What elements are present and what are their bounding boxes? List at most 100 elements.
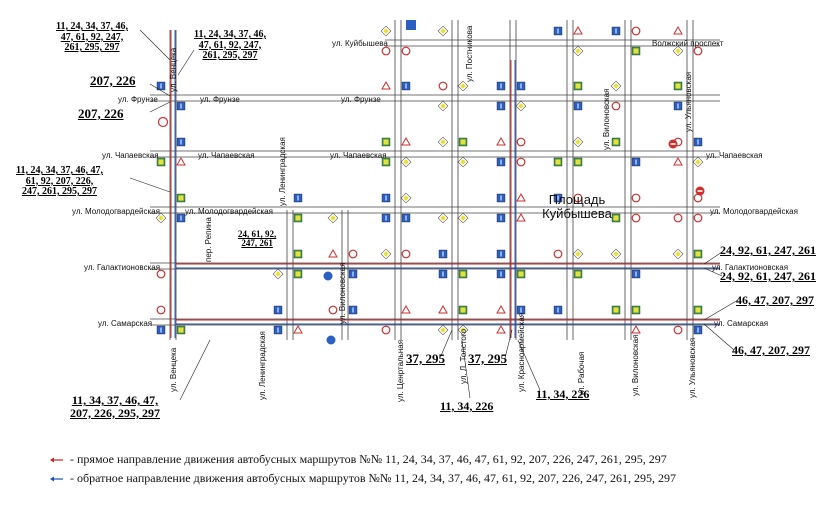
road-sign-circle-red-icon <box>693 213 703 223</box>
street-postnikova: ул. Постникова <box>465 25 474 82</box>
road-sign-diamond-icon <box>327 212 339 224</box>
routes-frunze-up: 207, 226 <box>90 73 136 88</box>
street-volzhsky-prospekt: Волжский проспект <box>652 39 724 48</box>
road-sign-tri-icon <box>401 136 411 146</box>
road-sign-sq-blue-icon <box>273 325 283 335</box>
road-sign-sq-blue-icon <box>496 213 506 223</box>
road-sign-diamond-icon <box>437 25 449 37</box>
road-sign-sq-blue-icon <box>401 81 411 91</box>
road-sign-sq-green-icon <box>381 157 391 167</box>
road-sign-sq-blue-icon <box>516 305 526 315</box>
road-sign-circle-red-icon <box>328 305 338 315</box>
routes-right-galaktionovskaya-a: 24, 92, 61, 247, 261 <box>720 243 816 257</box>
no-entry-bar-icon <box>697 190 703 192</box>
road-sign-tri-icon <box>573 25 583 35</box>
routes-top-mid: 11, 24, 34, 37, 46, 47, 61, 92, 247, 261… <box>194 29 266 62</box>
road-sign-circle-red-icon <box>573 193 583 203</box>
road-sign-circle-red-icon <box>631 193 641 203</box>
road-sign-sq-blue-icon <box>293 193 303 203</box>
street-galaktionovskaya-right: ул. Галактионовская <box>712 263 789 272</box>
road-sign-circle-red-icon <box>401 249 411 259</box>
road-sign-sq-green-icon <box>631 305 641 315</box>
road-sign-sq-blue-icon <box>348 269 358 279</box>
road-sign-sq-blue-icon <box>348 305 358 315</box>
routes-top-mid-line2: 47, 61, 92, 247, <box>198 39 262 51</box>
road-sign-diamond-icon <box>437 100 449 112</box>
ptr-top-mid <box>177 49 195 76</box>
road-sign-sq-blue-icon <box>496 157 506 167</box>
routes-bottom-left: 11, 34, 37, 46, 47, 207, 226, 295, 297 <box>70 394 160 419</box>
road-sign-tri-icon <box>176 156 186 166</box>
road-sign-sq-green-icon <box>573 269 583 279</box>
road-sign-sq-blue-icon <box>496 269 506 279</box>
legend-forward: - прямое направление движения автобусных… <box>50 452 667 467</box>
road-sign-diamond-icon <box>457 156 469 168</box>
road-sign-circle-red-icon <box>438 81 448 91</box>
square-label-line2: Куйбышева <box>542 206 612 222</box>
road-sign-diamond-icon <box>437 212 449 224</box>
street-krasnoarmeiskaya: ул. Красноармейская <box>517 312 526 392</box>
road-sign-sq-blue-icon <box>176 101 186 111</box>
road-sign-tri-icon <box>673 25 683 35</box>
road-sign-sq-green-icon <box>176 193 186 203</box>
road-sign-sq-blue-icon <box>176 137 186 147</box>
street-vilonovskaya-bottom: ул. Вилоновская <box>631 334 640 396</box>
road-sign-diamond-icon <box>515 100 527 112</box>
road-sign-sq-blue-icon <box>496 81 506 91</box>
routes-top-left-line3: 261, 295, 297 <box>64 42 120 53</box>
road-sign-circle-red-icon <box>401 46 411 56</box>
road-sign-tri-icon <box>328 248 338 258</box>
road-network <box>150 20 720 340</box>
street-chapaevskaya-left: ул. Чапаевская <box>102 151 159 160</box>
road-sign-sq-blue-icon <box>401 213 411 223</box>
ptr-chapaevskaya <box>129 177 171 193</box>
road-sign-sq-green-icon <box>611 213 621 223</box>
mandatory-direction-icon <box>326 335 336 345</box>
road-sign-sq-blue-icon <box>573 101 583 111</box>
road-sign-tri-icon <box>673 156 683 166</box>
ptr-right-sam-b <box>703 323 735 351</box>
routes-right-galaktionovskaya-b: 24, 92, 61, 247, 261 <box>720 269 816 283</box>
road-sign-sq-blue-icon <box>381 193 391 203</box>
road-sign-diamond-icon <box>692 156 704 168</box>
road-sign-diamond-icon <box>400 192 412 204</box>
no-entry-bar-icon <box>670 143 676 145</box>
road-sign-circle-red-icon <box>381 325 391 335</box>
routes-top-mid-line1: 11, 24, 34, 37, 46, <box>194 29 266 40</box>
road-sign-diamond-icon <box>572 248 584 260</box>
road-sign-sq-blue-icon <box>381 213 391 223</box>
mandatory-direction-icon <box>323 271 333 281</box>
ptr-top-left <box>139 29 171 61</box>
street-tolstogo: ул. Л. Толстого <box>459 328 468 384</box>
ptr-center-b <box>504 329 513 359</box>
road-sign-sq-blue-icon <box>438 269 448 279</box>
street-chapaevskaya-left2: ул. Чапаевская <box>198 151 255 160</box>
routes-top-left-line1: 11, 24, 34, 37, 46, <box>56 21 128 32</box>
road-sign-diamond-icon <box>400 156 412 168</box>
routes-center-d: 11, 34, 226 <box>536 387 590 401</box>
routes-top-left-line2: 47, 61, 92, 247, <box>60 31 124 43</box>
street-molodogvardeiskaya-right: ул. Молодогвардейская <box>710 207 798 216</box>
routes-top-mid-line3: 261, 295, 297 <box>202 50 258 61</box>
routes-top-left: 11, 24, 34, 37, 46, 47, 61, 92, 247, 261… <box>56 21 128 54</box>
street-molodogvardeiskaya-left: ул. Молодогвардейская <box>72 207 160 216</box>
routes-center-a: 37, 295 <box>406 351 445 366</box>
ptr-frunze-down <box>149 101 171 113</box>
routes-repina: 24, 61, 92, 247, 261 <box>238 229 276 249</box>
road-sign-tri-icon <box>496 136 506 146</box>
road-sign-circle-red-icon <box>673 325 683 335</box>
street-kuibysheva: ул. Куйбышева <box>332 39 388 48</box>
street-samarskaya-left: ул. Самарская <box>98 319 153 328</box>
road-sign-sq-green-icon <box>611 137 621 147</box>
street-galaktionovskaya-left: ул. Галактионовская <box>84 263 161 272</box>
road-sign-sq-blue-icon <box>673 101 683 111</box>
road-sign-sq-green-icon <box>176 325 186 335</box>
ptr-bottom-left <box>179 339 211 401</box>
road-sign-sq-green-icon <box>381 137 391 147</box>
road-sign-sq-green-icon <box>553 157 563 167</box>
road-sign-sq-green-icon <box>611 305 621 315</box>
road-sign-tri-icon <box>516 212 526 222</box>
street-leningradskaya-bottom: ул. Ленинградская <box>258 331 267 400</box>
road-sign-tri-icon <box>401 304 411 314</box>
